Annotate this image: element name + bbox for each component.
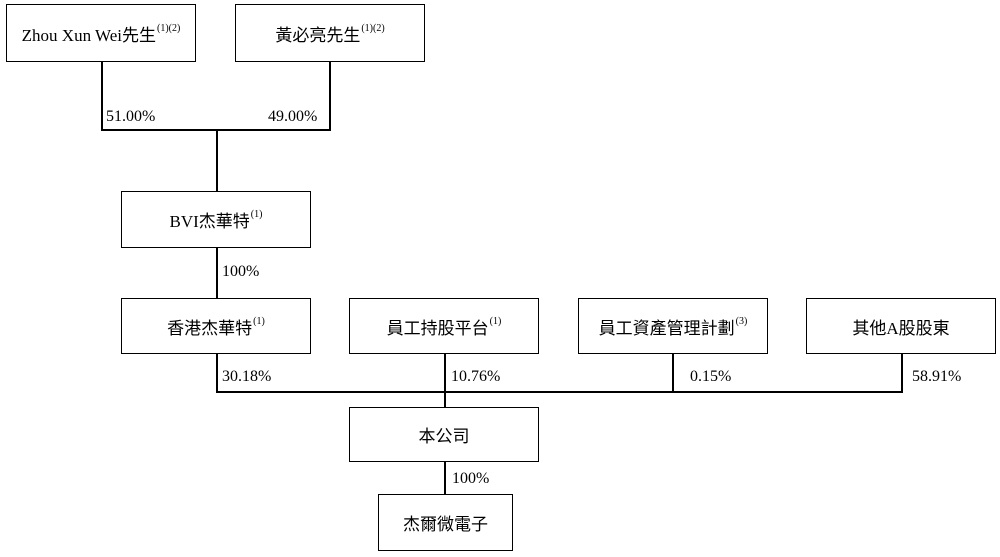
entity-label: BVI杰華特: [169, 212, 250, 231]
entity-subsidiary: 杰爾微電子: [378, 494, 513, 551]
footnote-ref: (1): [250, 209, 263, 220]
entity-other-a-shareholders: 其他A股股東: [806, 298, 996, 354]
entity-label: 員工資產管理計劃: [598, 318, 735, 338]
entity-label: 杰爾微電子: [403, 515, 488, 534]
entity-company: 本公司: [349, 407, 539, 462]
ownership-percent: 58.91%: [912, 368, 962, 385]
connector-line: [672, 354, 674, 392]
entity-bvi: BVI杰華特(1): [121, 191, 311, 248]
entity-label: Zhou Xun Wei先生: [21, 25, 156, 45]
ownership-percent: 51.00%: [106, 108, 156, 125]
footnote-ref: (1)(2): [361, 22, 385, 34]
entity-huang-bi-liang: 黃必亮先生(1)(2): [235, 4, 425, 62]
entity-label: 其他A股股東: [852, 318, 950, 338]
entity-zhou-xun-wei: Zhou Xun Wei先生(1)(2): [6, 4, 196, 62]
connector-line: [216, 391, 903, 393]
connector-line: [901, 354, 903, 392]
connector-line: [444, 354, 446, 407]
connector-line: [329, 62, 331, 130]
ownership-percent: 100%: [222, 263, 260, 280]
connector-line: [216, 129, 218, 191]
connector-line: [216, 248, 218, 298]
entity-hk: 香港杰華特(1): [121, 298, 311, 354]
entity-asset-plan: 員工資產管理計劃(3): [578, 298, 768, 354]
entity-label: 香港杰華特: [167, 318, 253, 338]
ownership-percent: 49.00%: [268, 108, 318, 125]
entity-label: 黃必亮先生: [275, 25, 361, 45]
connector-line: [444, 462, 446, 494]
footnote-ref: (1): [489, 315, 502, 327]
connector-line: [216, 354, 218, 392]
entity-label: 員工持股平台: [386, 318, 489, 338]
ownership-percent: 0.15%: [690, 368, 732, 385]
ownership-percent: 100%: [452, 470, 490, 487]
entity-esop: 員工持股平台(1): [349, 298, 539, 354]
footnote-ref: (1): [253, 315, 265, 327]
footnote-ref: (3): [735, 315, 748, 327]
ownership-percent: 30.18%: [222, 368, 272, 385]
ownership-percent: 10.76%: [451, 368, 501, 385]
footnote-ref: (1)(2): [156, 22, 181, 34]
entity-label: 本公司: [418, 427, 470, 446]
connector-line: [101, 62, 103, 130]
